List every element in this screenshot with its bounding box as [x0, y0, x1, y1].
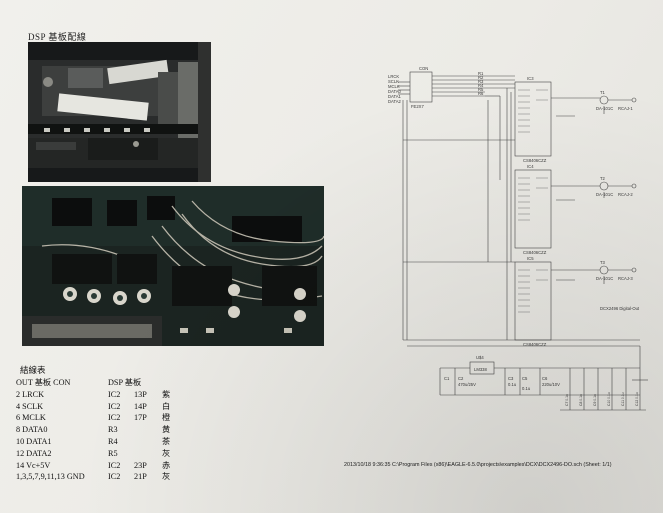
- ic-part-label: CS8406CZZ: [523, 250, 547, 255]
- rca-label: RCAJ-1: [618, 106, 633, 111]
- con-signal: MCLK: [388, 84, 400, 89]
- cell-color: 赤: [162, 460, 171, 470]
- cap-label: C5: [522, 376, 528, 381]
- side-note: DCX2496 Digital-Out: [600, 306, 640, 311]
- cap-value: 0.1u: [508, 382, 517, 387]
- transformer-label: T1: [600, 90, 606, 95]
- table-row: 2 LRCK IC2 13P 紫: [16, 389, 182, 401]
- cell-pin: [134, 436, 162, 448]
- schematic-diagram: CON FE2X7 LRCK SCLK MCLK DATA0 DATA1 DAT…: [388, 66, 648, 411]
- cell-pin: 23P: [134, 460, 147, 470]
- cap-label: C6: [542, 376, 548, 381]
- header-out: OUT 基板 CON: [16, 378, 71, 387]
- table-row: 14 Vc+5V IC2 23P 赤: [16, 460, 182, 472]
- dac-label: DA-101C: [596, 276, 613, 281]
- cell-pin: 14P: [134, 401, 147, 411]
- con-signal: DATA1: [388, 94, 402, 99]
- table-title: 結線表: [20, 365, 46, 375]
- cell-color: 紫: [162, 389, 171, 399]
- table-row: 1,3,5,7,9,11,13 GND IC2 21P 灰: [16, 471, 182, 483]
- con-signal: DATA0: [388, 89, 402, 94]
- cell-color: 白: [162, 401, 171, 411]
- bypass-cap-label: C10 0.1u: [607, 392, 611, 406]
- table-row: 4 SCLK IC2 14P 白: [16, 401, 182, 413]
- ic-part-label: CS8406CZZ: [523, 158, 547, 163]
- table-row: 10 DATA1 R4 茶: [16, 436, 182, 448]
- rca-label: RCAJ-3: [618, 276, 633, 281]
- cap-value: 0.1u: [522, 386, 531, 391]
- cell-out: 8 DATA0: [16, 425, 48, 435]
- cell-ic: IC2: [108, 413, 121, 423]
- bypass-cap-label: C11 0.1u: [621, 392, 625, 406]
- regulator-part: LM338: [474, 367, 487, 372]
- cap-value: 220u/10V: [542, 382, 560, 387]
- table-row: 6 MCLK IC2 17P 橙: [16, 412, 182, 424]
- ic-ref-label: IC4: [527, 164, 534, 169]
- transformer-label: T3: [600, 260, 606, 265]
- cell-out: 2 LRCK: [16, 389, 44, 399]
- bypass-cap-label: C7 0.1u: [565, 394, 569, 406]
- cell-ic: R3: [108, 425, 118, 435]
- bypass-cap-label: C9 0.1u: [593, 394, 597, 406]
- cell-ic: R4: [108, 436, 118, 446]
- cell-color: 茶: [162, 436, 171, 446]
- cell-color: 橙: [162, 413, 171, 423]
- regulator-ref: U$4: [476, 355, 484, 360]
- ic-ref-label: IC5: [527, 256, 534, 261]
- cell-pin: [134, 424, 162, 436]
- page-heading: DSP 基板配線: [28, 32, 87, 42]
- con-signal: DATA2: [388, 99, 402, 104]
- cell-color: 灰: [162, 448, 171, 458]
- cell-out: 4 SCLK: [16, 401, 44, 411]
- con-signal: SCLK: [388, 79, 399, 84]
- ic-part-label: CS8406CZZ: [523, 342, 547, 347]
- cell-ic: IC2: [108, 389, 121, 399]
- cell-out: 14 Vc+5V: [16, 460, 51, 470]
- transformer-label: T2: [600, 176, 606, 181]
- con-label: CON: [419, 66, 428, 71]
- pcb-photo: [22, 186, 324, 346]
- header-dsp: DSP 基板: [108, 378, 142, 387]
- con-signal: LRCK: [388, 74, 399, 79]
- resistor-label: R3: [478, 79, 484, 84]
- con-part-label: FE2X7: [411, 104, 424, 109]
- bypass-cap-label: C12 0.1u: [635, 392, 639, 406]
- cell-color: 黄: [162, 425, 171, 435]
- rca-label: RCAJ-2: [618, 192, 633, 197]
- cell-out: 6 MCLK: [16, 413, 46, 423]
- enclosure-photo: [28, 42, 211, 182]
- resistor-label: R2: [478, 75, 484, 80]
- cell-color: 灰: [162, 472, 171, 482]
- resistor-label: R6: [478, 91, 484, 96]
- cell-out: 1,3,5,7,9,11,13 GND: [16, 472, 85, 482]
- table-row: 8 DATA0 R3 黄: [16, 424, 182, 436]
- table-row: 12 DATA2 R5 灰: [16, 448, 182, 460]
- cell-out: 10 DATA1: [16, 436, 52, 446]
- cell-ic: IC2: [108, 401, 121, 411]
- cap-label: C2: [458, 376, 464, 381]
- cell-ic: R5: [108, 448, 118, 458]
- cap-value: 470u/25V: [458, 382, 476, 387]
- cell-out: 12 DATA2: [16, 448, 52, 458]
- schematic-footer: 2013/10/18 9:36:35 C:\Program Files (x86…: [344, 462, 612, 468]
- cell-ic: IC2: [108, 460, 121, 470]
- cap-label: C1: [444, 376, 450, 381]
- cell-ic: IC2: [108, 472, 121, 482]
- resistor-label: R1: [478, 71, 484, 76]
- cell-pin: 21P: [134, 472, 147, 482]
- table-header-row: OUT 基板 CON DSP 基板: [16, 377, 182, 389]
- cap-label: C3: [508, 376, 514, 381]
- resistor-label: R5: [478, 87, 484, 92]
- ic-ref-label: IC3: [527, 76, 534, 81]
- cell-pin: 17P: [134, 413, 147, 423]
- wiring-table: OUT 基板 CON DSP 基板 2 LRCK IC2 13P 紫 4 SCL…: [16, 377, 182, 483]
- cell-pin: 13P: [134, 389, 147, 399]
- dac-label: DA-101C: [596, 192, 613, 197]
- resistor-label: R4: [478, 83, 484, 88]
- dac-label: DA-101C: [596, 106, 613, 111]
- cell-pin: [134, 448, 162, 460]
- bypass-cap-label: C8 0.1u: [579, 394, 583, 406]
